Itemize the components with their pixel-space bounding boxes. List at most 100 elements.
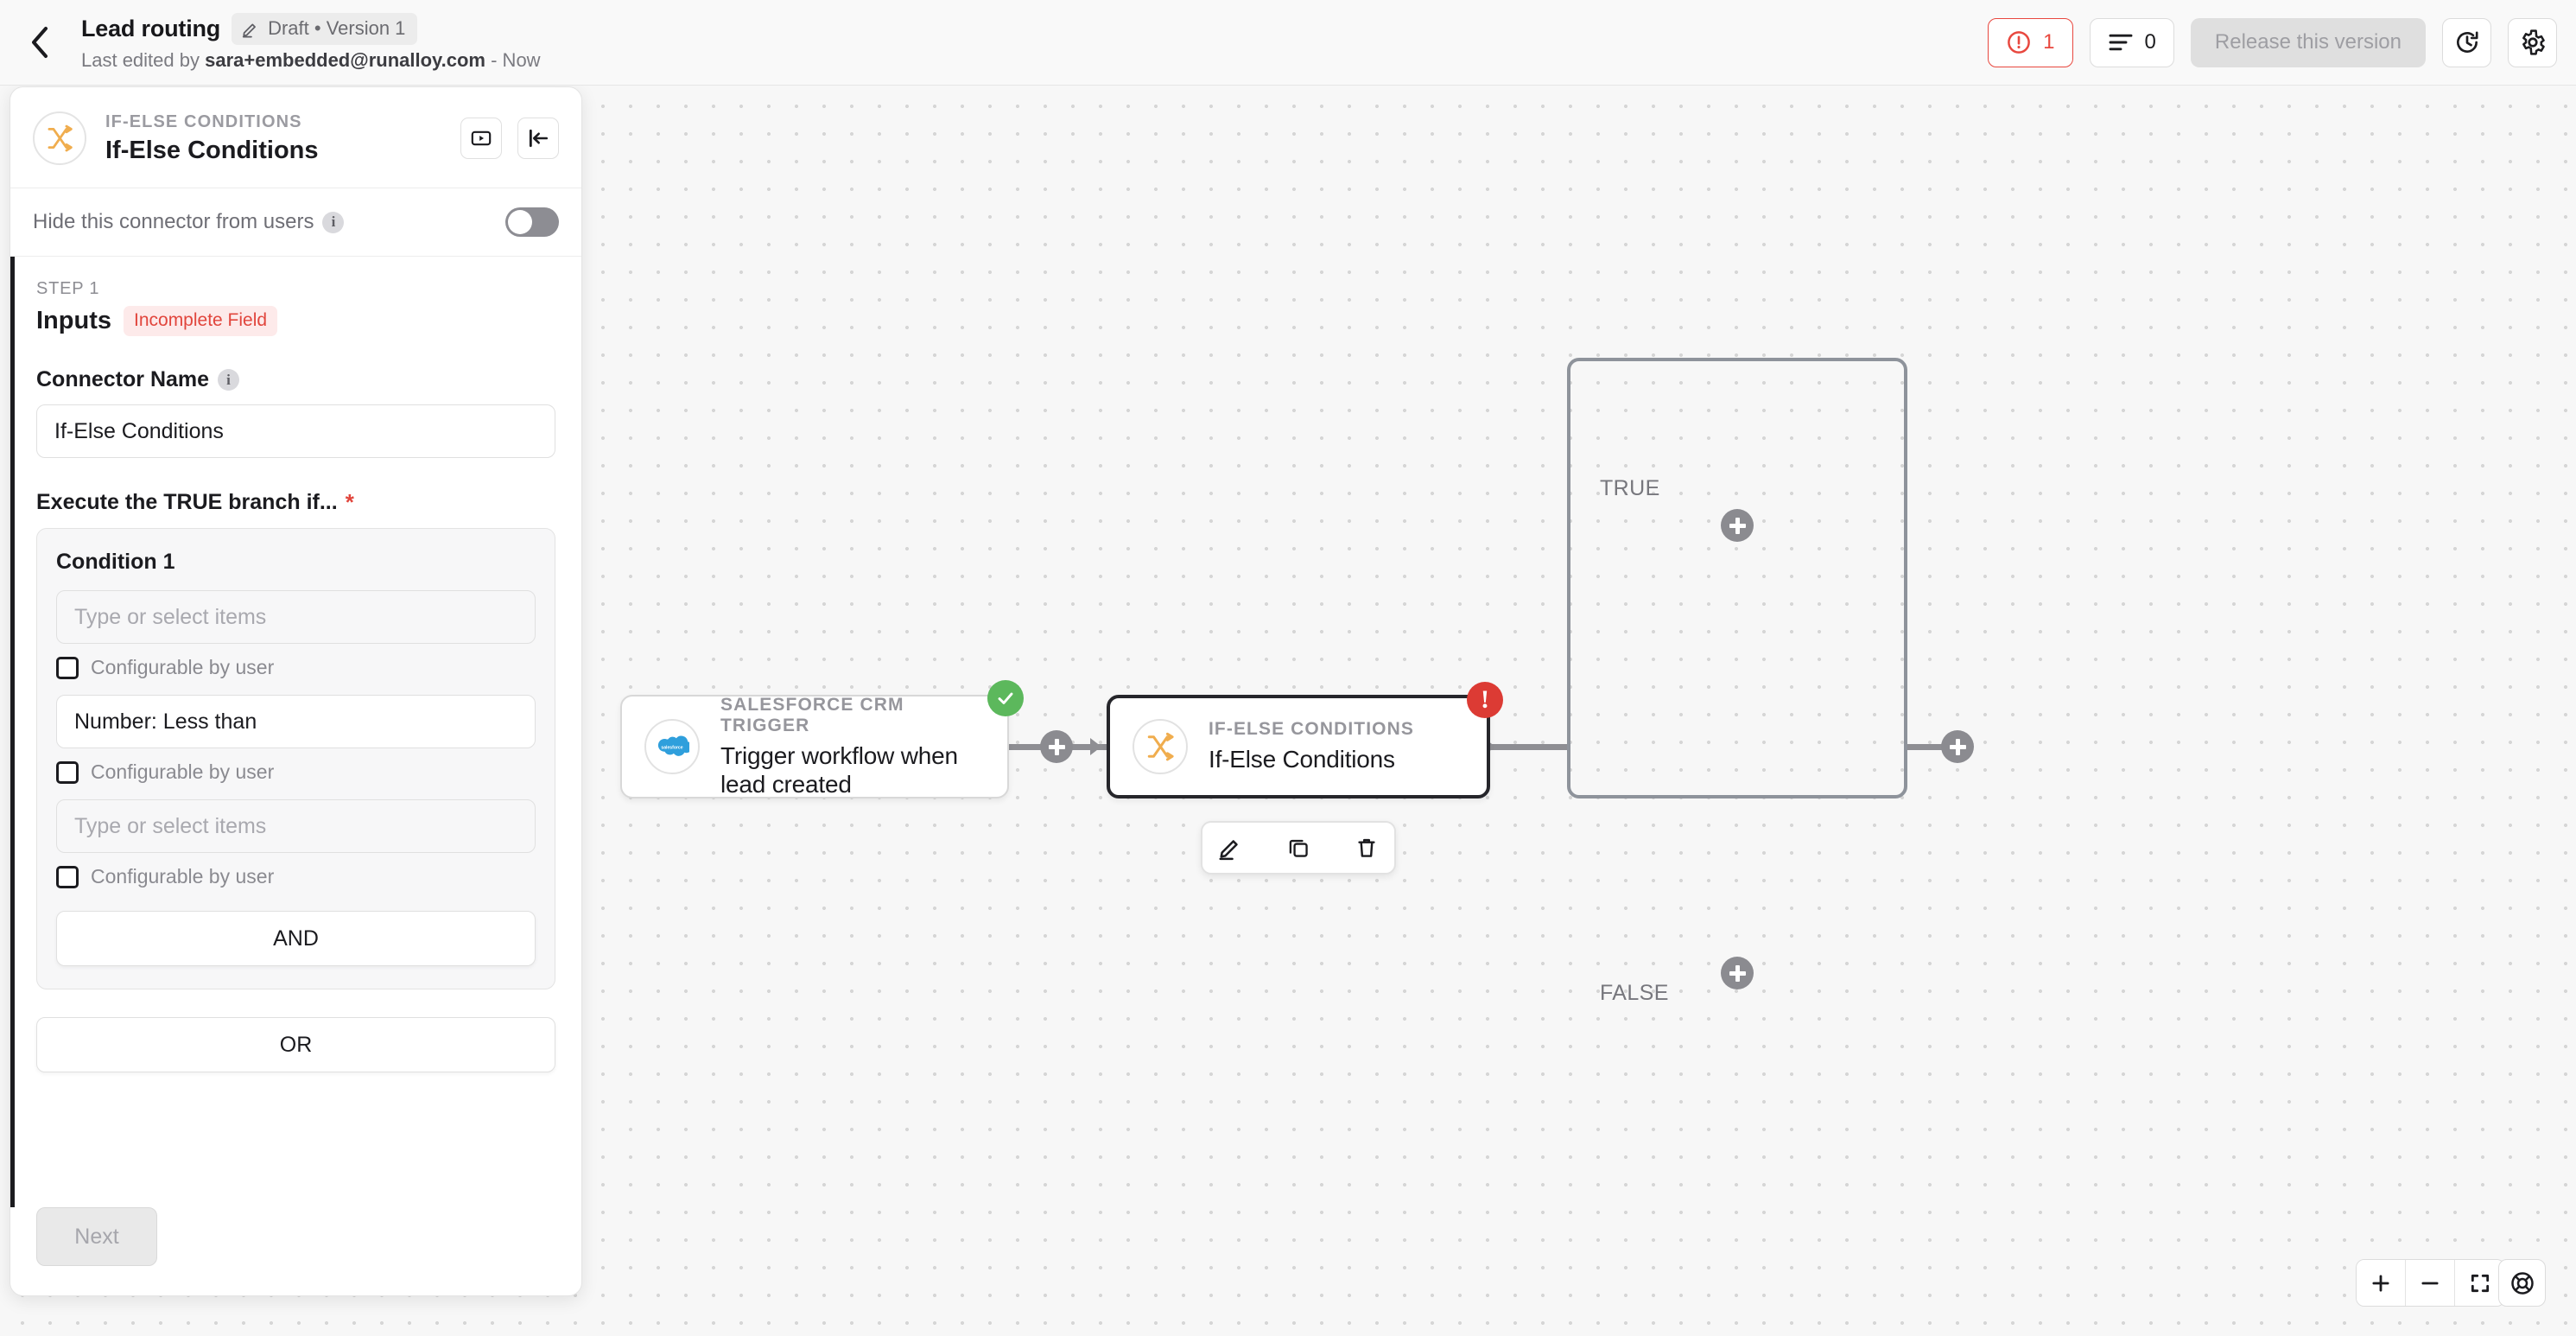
condition-title: Condition 1 (56, 550, 175, 574)
pencil-icon (242, 23, 257, 38)
release-version-button[interactable]: Release this version (2190, 17, 2426, 67)
info-icon[interactable]: i (322, 211, 345, 233)
configurable-label-1: Configurable by user (91, 656, 275, 678)
configurable-checkbox-2[interactable] (56, 760, 79, 784)
collapse-panel-button[interactable] (517, 118, 559, 159)
delete-icon (1358, 838, 1375, 857)
execute-true-branch-label: Execute the TRUE branch if... * (36, 489, 555, 516)
errors-button[interactable]: 1 (1988, 17, 2073, 67)
condition-card: Condition 1 Type or select items Configu… (36, 528, 555, 989)
avatar (1133, 719, 1188, 774)
node-text: SALESFORCE CRM TRIGGER Trigger workflow … (720, 695, 985, 798)
configurable-by-user-row-3[interactable]: Configurable by user (56, 865, 536, 888)
panel-header: IF-ELSE CONDITIONS If-Else Conditions (10, 87, 581, 188)
last-edited-user: sara+embedded@runalloy.com (205, 49, 485, 71)
minus-icon (2421, 1282, 2439, 1284)
draft-version-chip[interactable]: Draft • Version 1 (232, 13, 418, 45)
version-history-button[interactable] (2442, 17, 2491, 67)
node-action-toolbar (1201, 821, 1396, 875)
last-edited-suffix: - Now (485, 49, 541, 71)
list-lines-icon (2109, 34, 2132, 51)
back-button[interactable] (16, 18, 64, 67)
fit-screen-icon (2471, 1274, 2489, 1292)
required-asterisk: * (345, 489, 354, 515)
canvas-zoom-controls (2356, 1259, 2505, 1307)
fit-view-button[interactable] (2455, 1260, 2504, 1306)
duplicate-node-button[interactable] (1285, 829, 1311, 867)
configurable-label-3: Configurable by user (91, 865, 275, 887)
top-bar: Lead routing Draft • Version 1 Last edit… (0, 0, 2576, 86)
node-title: Trigger workflow when lead created (720, 741, 958, 798)
hide-connector-row: Hide this connector from users i (10, 188, 581, 257)
connector-name-label: Connector Name i (36, 367, 555, 392)
salesforce-cloud-icon: salesforce (657, 735, 689, 756)
inputs-title: Inputs (36, 307, 111, 334)
or-button[interactable]: OR (36, 1017, 555, 1072)
info-icon[interactable]: i (218, 369, 240, 391)
condition-right-operand-input[interactable]: Type or select items (56, 799, 536, 853)
condition-operator-select[interactable]: Number: Less than (56, 695, 536, 748)
next-button[interactable]: Next (36, 1207, 157, 1266)
lifebuoy-icon (2510, 1271, 2534, 1295)
workflow-title-block: Lead routing Draft • Version 1 Last edit… (81, 13, 541, 72)
delete-node-button[interactable] (1354, 829, 1380, 867)
node-kicker: SALESFORCE CRM TRIGGER (720, 694, 904, 735)
gear-icon (2522, 29, 2545, 55)
page-title: Lead routing (81, 16, 221, 41)
clock-rotate-icon (2456, 31, 2478, 53)
configurable-checkbox-3[interactable] (56, 865, 79, 888)
if-else-shuffle-icon (48, 124, 73, 152)
connector-config-panel: IF-ELSE CONDITIONS If-Else Conditions Hi… (10, 86, 582, 1296)
duplicate-icon (1289, 839, 1308, 857)
panel-avatar (33, 111, 86, 165)
configurable-by-user-row-1[interactable]: Configurable by user (56, 656, 536, 679)
panel-header-text: IF-ELSE CONDITIONS If-Else Conditions (105, 112, 319, 165)
inputs-heading-row: Inputs Incomplete Field (36, 306, 555, 336)
panel-body: STEP 1 Inputs Incomplete Field Connector… (10, 257, 581, 1207)
zoom-in-button[interactable] (2357, 1260, 2406, 1306)
plus-icon (2372, 1274, 2389, 1292)
edge-ifelse-to-branch (1490, 744, 1568, 750)
collapse-left-icon (529, 129, 549, 148)
branch-label-false: FALSE (1600, 981, 1669, 1005)
edge-arrow-in-ifelse (1090, 738, 1101, 755)
watch-video-button[interactable] (460, 118, 502, 159)
last-edited-prefix: Last edited by (81, 49, 206, 71)
hide-connector-label: Hide this connector from users (33, 210, 314, 233)
if-else-shuffle-icon (1147, 732, 1174, 761)
panel-footer: Next (10, 1207, 581, 1295)
step-accent-bar (10, 257, 15, 1207)
condition-left-operand-input[interactable]: Type or select items (56, 590, 536, 644)
add-node-true-branch-button[interactable] (1721, 509, 1754, 542)
logs-button[interactable]: 0 (2089, 17, 2174, 67)
logs-count: 0 (2144, 30, 2156, 54)
and-button[interactable]: AND (56, 911, 536, 966)
toggle-knob (508, 210, 532, 234)
top-bar-actions: 1 0 Release this version (1988, 17, 2557, 67)
workflow-node-if-else[interactable]: IF-ELSE CONDITIONS If-Else Conditions ! (1107, 682, 1503, 798)
configurable-label-2: Configurable by user (91, 760, 275, 783)
status-badge-success (987, 680, 1024, 716)
workflow-node-trigger[interactable]: salesforce SALESFORCE CRM TRIGGER Trigge… (620, 680, 1024, 798)
node-text: IF-ELSE CONDITIONS If-Else Conditions (1209, 719, 1414, 773)
incomplete-field-badge: Incomplete Field (124, 306, 278, 336)
configurable-checkbox-1[interactable] (56, 656, 79, 679)
draft-chip-label: Draft • Version 1 (268, 17, 406, 39)
settings-button[interactable] (2508, 17, 2557, 67)
add-node-between-button[interactable] (1040, 730, 1073, 763)
connector-name-input[interactable]: If-Else Conditions (36, 404, 555, 458)
help-button[interactable] (2498, 1259, 2546, 1307)
hide-connector-toggle[interactable] (505, 207, 559, 237)
connector-name-label-text: Connector Name (36, 367, 210, 391)
configurable-by-user-row-2[interactable]: Configurable by user (56, 760, 536, 784)
zoom-out-button[interactable] (2406, 1260, 2455, 1306)
avatar: salesforce (644, 719, 700, 774)
panel-header-actions (460, 118, 559, 159)
errors-count: 1 (2043, 30, 2055, 54)
branch-label-true: TRUE (1600, 476, 1660, 500)
status-badge-error: ! (1467, 682, 1503, 718)
execute-true-branch-text: Execute the TRUE branch if... (36, 490, 338, 514)
add-node-after-button[interactable] (1941, 730, 1974, 763)
edit-node-button[interactable] (1216, 829, 1243, 867)
add-node-false-branch-button[interactable] (1721, 957, 1754, 989)
